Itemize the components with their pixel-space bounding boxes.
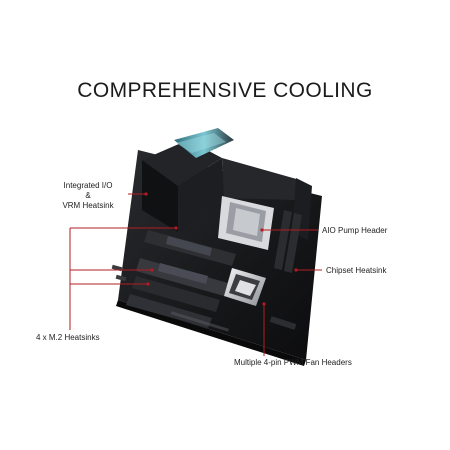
callout-io-line-2: & bbox=[85, 191, 91, 200]
io-vrm-heatsink bbox=[142, 128, 312, 240]
callout-aio-pump-header: AIO Pump Header bbox=[322, 226, 388, 235]
callout-m2-heatsinks: 4 x M.2 Heatsinks bbox=[36, 333, 100, 342]
callout-io-line-1: Integrated I/O bbox=[63, 181, 113, 190]
callout-fan-headers: Multiple 4-pin PWM Fan Headers bbox=[234, 358, 352, 367]
page-title: COMPREHENSIVE COOLING bbox=[77, 79, 373, 102]
callout-lines bbox=[69, 192, 322, 356]
chipset-heatsink bbox=[224, 268, 266, 306]
callout-io-vrm-heatsink: Integrated I/O & VRM Heatsink bbox=[55, 181, 121, 211]
dimm-slots bbox=[274, 210, 302, 273]
callout-chipset-heatsink: Chipset Heatsink bbox=[326, 266, 387, 275]
cpu-socket bbox=[218, 196, 274, 250]
callout-io-line-3: VRM Heatsink bbox=[62, 201, 114, 210]
